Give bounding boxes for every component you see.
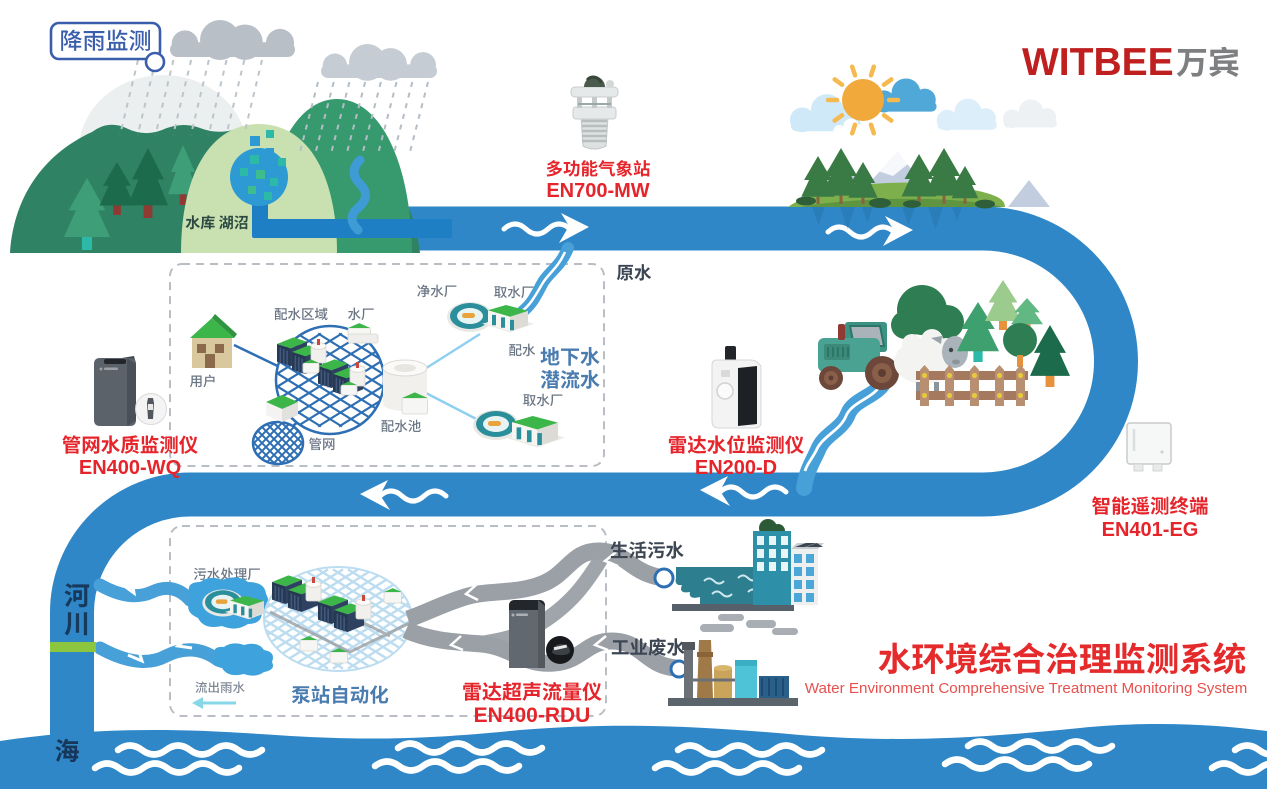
svg-text:EN401-EG: EN401-EG <box>1102 519 1199 541</box>
svg-text:Water Environment Comprehensiv: Water Environment Comprehensive Treatmen… <box>805 680 1248 697</box>
svg-text:EN700-MW: EN700-MW <box>546 180 649 202</box>
svg-text:WITBEE: WITBEE <box>1022 41 1174 84</box>
svg-text:EN400-WQ: EN400-WQ <box>79 457 181 479</box>
svg-text:EN400-RDU: EN400-RDU <box>474 704 591 727</box>
svg-text:EN200-D: EN200-D <box>695 457 777 479</box>
